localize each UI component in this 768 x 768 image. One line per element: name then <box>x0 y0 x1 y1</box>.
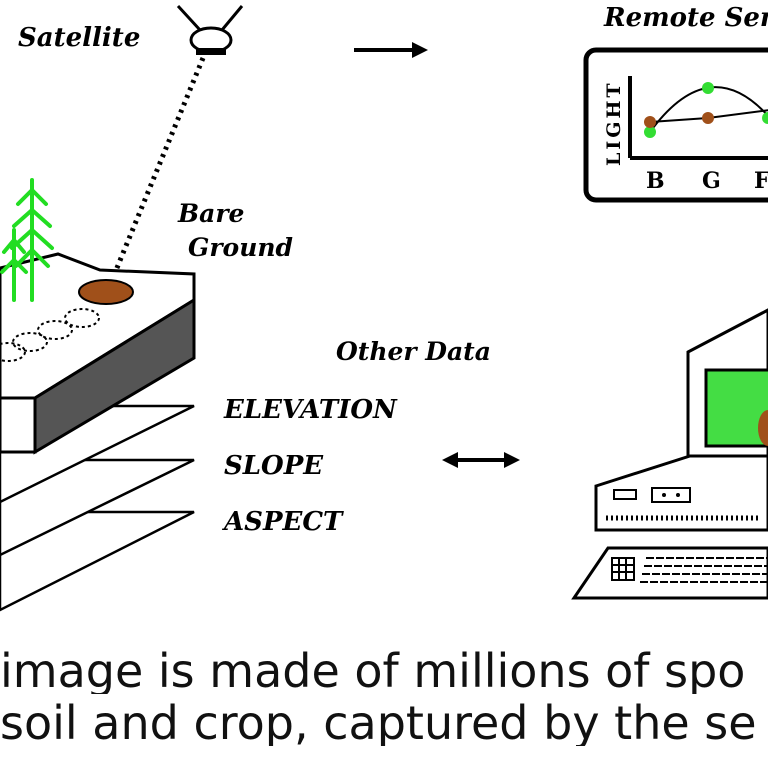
x-tick-r: F <box>754 168 768 194</box>
layer-label-elevation: ELEVATION <box>223 395 398 425</box>
vegetation-point <box>702 82 714 94</box>
vegetation-point <box>762 112 768 124</box>
bare-label-line1: Bare <box>177 199 244 228</box>
remote-sensing-title: Remote Sen <box>603 3 768 33</box>
x-tick-b: B <box>646 168 665 194</box>
satellite-icon <box>176 4 244 55</box>
right-arrow-icon <box>354 42 428 58</box>
vegetation-point <box>644 126 656 138</box>
bare-ground-patch <box>78 279 134 305</box>
computer-screen <box>704 368 768 448</box>
x-tick-g: G <box>702 168 721 194</box>
bare-label-line2: Ground <box>188 233 293 262</box>
caption-line-2: soil and crop, captured by the se <box>0 700 757 746</box>
tree-icon <box>0 178 54 302</box>
layer-label-aspect: ASPECT <box>221 507 344 537</box>
soil-point <box>644 116 656 128</box>
soil-point <box>702 112 714 124</box>
caption-line-1: image is made of millions of spo <box>0 648 746 694</box>
layer-label-slope: SLOPE <box>224 451 324 481</box>
other-data-label: Other Data <box>336 337 491 366</box>
crop-rows <box>0 308 100 362</box>
terrain-block <box>0 252 196 455</box>
axis-label-light: LIGHT <box>603 80 625 166</box>
computer-icon <box>571 308 768 600</box>
satellite-label: Satellite <box>18 23 140 53</box>
remote-sensing-panel: LIGHT B G F <box>583 47 768 203</box>
double-arrow-icon <box>442 452 520 468</box>
